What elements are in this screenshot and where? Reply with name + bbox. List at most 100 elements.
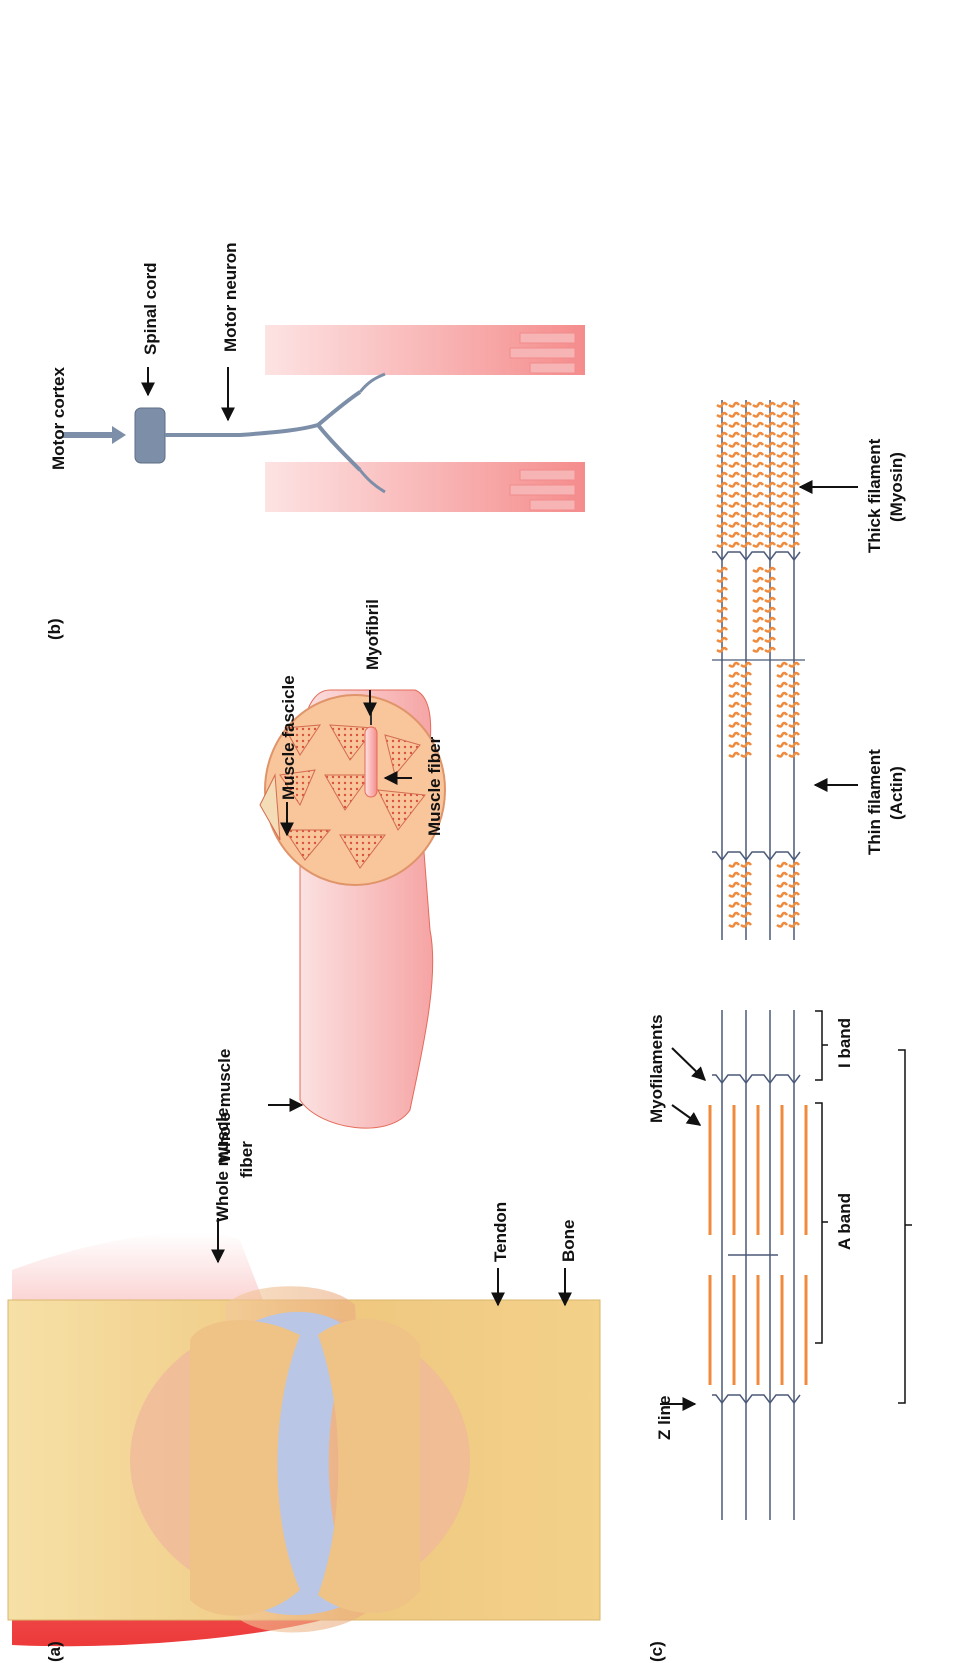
myosin-head xyxy=(717,513,727,517)
label-motor-cortex: Motor cortex xyxy=(49,367,68,471)
myosin-head xyxy=(777,503,787,507)
myosin-head xyxy=(777,663,787,667)
myosin-head xyxy=(753,588,763,592)
myosin-head xyxy=(753,513,763,517)
myosin-head xyxy=(765,423,775,427)
myosin-head xyxy=(777,713,787,717)
myosin-head xyxy=(789,463,799,467)
myosin-head xyxy=(765,483,775,487)
band-brackets xyxy=(815,1011,912,1403)
myosin-head xyxy=(717,493,727,497)
label-muscle-fascicle: Muscle fascicle xyxy=(279,675,298,800)
motor-neuron-axon xyxy=(165,392,360,470)
myosin-head xyxy=(729,703,739,707)
myosin-head xyxy=(717,503,727,507)
myosin-head xyxy=(789,433,799,437)
myosin-head xyxy=(741,713,751,717)
myosin-head xyxy=(741,703,751,707)
label-z-line: Z line xyxy=(655,1396,674,1440)
motor-cortex-arrowhead xyxy=(112,426,126,444)
myosin-head xyxy=(777,903,787,907)
myosin-head xyxy=(777,533,787,537)
myosin-head xyxy=(789,753,799,757)
myosin-head xyxy=(753,578,763,582)
myosin-head xyxy=(777,443,787,447)
myosin-head xyxy=(777,543,787,547)
myosin-head xyxy=(765,513,775,517)
myosin-head xyxy=(789,743,799,747)
myosin-head xyxy=(741,663,751,667)
myosin-head xyxy=(777,753,787,757)
myosin-head xyxy=(789,923,799,927)
panel-c-sarcomere xyxy=(710,400,806,1520)
myosin-head xyxy=(765,588,775,592)
myosin-head xyxy=(765,568,775,572)
myosin-head xyxy=(777,703,787,707)
myosin-head xyxy=(717,443,727,447)
myosin-head xyxy=(741,683,751,687)
myosin-head xyxy=(765,598,775,602)
myosin-head xyxy=(777,513,787,517)
label-muscle-fiber: Muscle fiber xyxy=(425,736,444,836)
myosin-head xyxy=(753,403,763,407)
myosin-head xyxy=(789,733,799,737)
myosin-head xyxy=(753,433,763,437)
myosin-head xyxy=(729,663,739,667)
myosin-head xyxy=(729,673,739,677)
myosin-head xyxy=(753,638,763,642)
expanded-z-line-1 xyxy=(712,552,800,560)
myosin-head xyxy=(741,753,751,757)
myosin-head xyxy=(753,423,763,427)
myosin-head xyxy=(729,453,739,457)
myosin-head xyxy=(765,543,775,547)
myosin-head xyxy=(729,413,739,417)
myosin-head xyxy=(741,463,751,467)
myosin-head xyxy=(777,733,787,737)
label-whole-muscle: Whole muscle xyxy=(215,1049,234,1163)
label-whole-muscle-fiber-line2: fiber xyxy=(237,1141,256,1178)
myosin-head xyxy=(777,463,787,467)
myosin-head xyxy=(729,483,739,487)
myosin-head xyxy=(789,713,799,717)
myosin-head xyxy=(789,903,799,907)
myosin-head xyxy=(729,463,739,467)
myosin-head xyxy=(717,648,727,652)
myosin-head xyxy=(729,403,739,407)
label-spinal-cord: Spinal cord xyxy=(141,262,160,355)
myosin-head xyxy=(753,523,763,527)
myosin-head xyxy=(789,503,799,507)
myosin-head xyxy=(789,693,799,697)
myosin-head xyxy=(765,503,775,507)
arrow-myofilament-1 xyxy=(672,1048,705,1080)
z-line-1 xyxy=(712,1075,800,1083)
myosin-head xyxy=(765,533,775,537)
myosin-head xyxy=(717,578,727,582)
label-thick-filament-line2: (Myosin) xyxy=(887,452,906,522)
myosin-head xyxy=(729,543,739,547)
myosin-head xyxy=(741,883,751,887)
myosin-head xyxy=(765,433,775,437)
myosin-head xyxy=(741,903,751,907)
myosin-head xyxy=(741,873,751,877)
myosin-head xyxy=(729,923,739,927)
myosin-head xyxy=(789,673,799,677)
myosin-head xyxy=(765,463,775,467)
myosin-head xyxy=(777,863,787,867)
myosin-head xyxy=(741,733,751,737)
myosin-head xyxy=(777,483,787,487)
myosin-head xyxy=(729,863,739,867)
myosin-head xyxy=(717,628,727,632)
myosin-head xyxy=(753,463,763,467)
panel-a-joint xyxy=(8,1232,600,1646)
myosin-head xyxy=(777,523,787,527)
myosin-head xyxy=(729,503,739,507)
myosin-head xyxy=(753,443,763,447)
z-line-0 xyxy=(712,1395,800,1403)
myosin-head xyxy=(777,913,787,917)
myosin-head xyxy=(717,618,727,622)
label-bone: Bone xyxy=(559,1220,578,1263)
label-thick-filament-line1: Thick filament xyxy=(865,438,884,553)
myosin-head xyxy=(753,483,763,487)
myosin-head xyxy=(741,473,751,477)
